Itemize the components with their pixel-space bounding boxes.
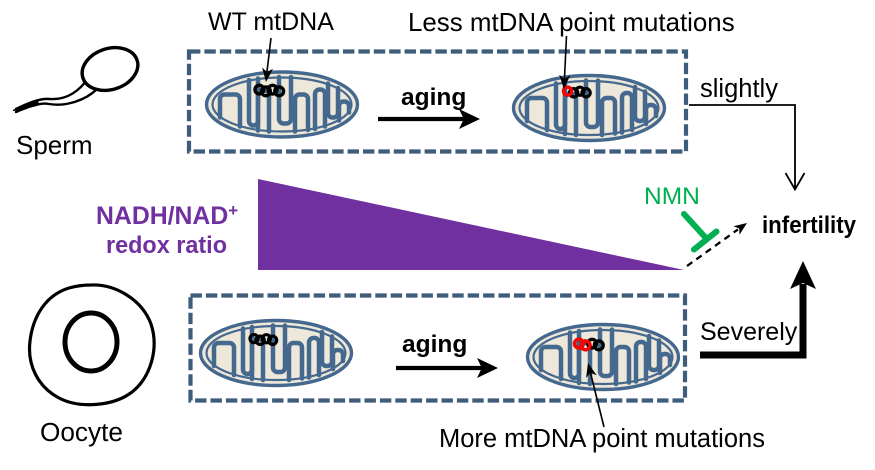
svg-text:NMN: NMN [644,183,700,210]
svg-text:Sperm: Sperm [16,130,93,160]
svg-text:Oocyte: Oocyte [40,417,123,447]
svg-text:slightly: slightly [700,75,778,103]
svg-text:Severely: Severely [700,318,798,346]
svg-text:aging: aging [402,331,467,358]
svg-text:More mtDNA point mutations: More mtDNA point mutations [439,425,765,453]
svg-text:WT mtDNA: WT mtDNA [208,8,334,36]
svg-text:Less mtDNA point mutations: Less mtDNA point mutations [408,9,735,37]
svg-text:redox ratio: redox ratio [106,232,227,259]
svg-text:NADH/NAD+: NADH/NAD+ [96,201,238,230]
svg-text:infertility: infertility [762,212,856,239]
svg-text:aging: aging [401,84,466,111]
